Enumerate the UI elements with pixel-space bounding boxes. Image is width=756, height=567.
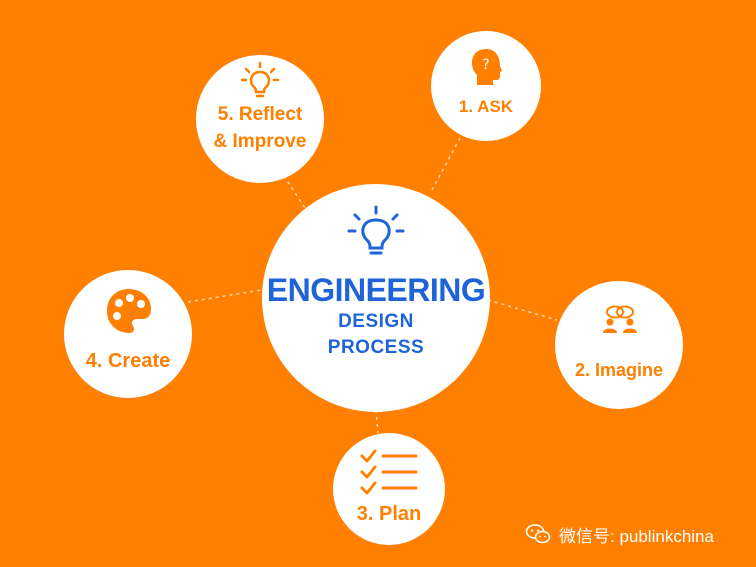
svg-text:?: ? xyxy=(482,57,489,73)
step-reflect-label-line2: & Improve xyxy=(213,131,307,152)
lightbulb-icon xyxy=(240,61,280,98)
lightbulb-icon xyxy=(347,205,405,255)
palette-icon xyxy=(107,289,151,333)
step-reflect-label-line1: 5. Reflect xyxy=(217,104,303,125)
step-ask-label: 1. ASK xyxy=(458,97,514,116)
connector-imagine xyxy=(487,299,558,321)
center-subtitle-line1: DESIGN xyxy=(338,311,414,332)
head-question-icon: ? xyxy=(472,49,502,85)
step-plan-label: 3. Plan xyxy=(356,503,422,525)
step-ask: ? 1. ASK xyxy=(431,31,541,141)
center-title: ENGINEERING xyxy=(266,272,486,308)
center-subtitle-line2: PROCESS xyxy=(327,337,425,358)
connector-ask xyxy=(431,124,468,191)
step-create-label: 4. Create xyxy=(85,350,171,372)
checklist-icon xyxy=(360,449,418,495)
center-node: ENGINEERING DESIGN PROCESS xyxy=(262,184,490,412)
step-imagine-label: 2. Imagine xyxy=(574,360,664,380)
connector-create xyxy=(187,289,263,303)
step-imagine: 2. Imagine xyxy=(555,281,683,409)
people-thinking-icon xyxy=(603,305,637,333)
watermark: 微信号: publinkchina xyxy=(525,519,751,549)
step-create: 4. Create xyxy=(64,270,192,398)
wechat-icon xyxy=(525,524,551,544)
watermark-text: 微信号: publinkchina xyxy=(559,526,714,546)
connector-plan xyxy=(375,409,379,434)
step-plan: 3. Plan xyxy=(333,433,445,545)
step-reflect-improve: 5. Reflect & Improve xyxy=(196,55,324,183)
